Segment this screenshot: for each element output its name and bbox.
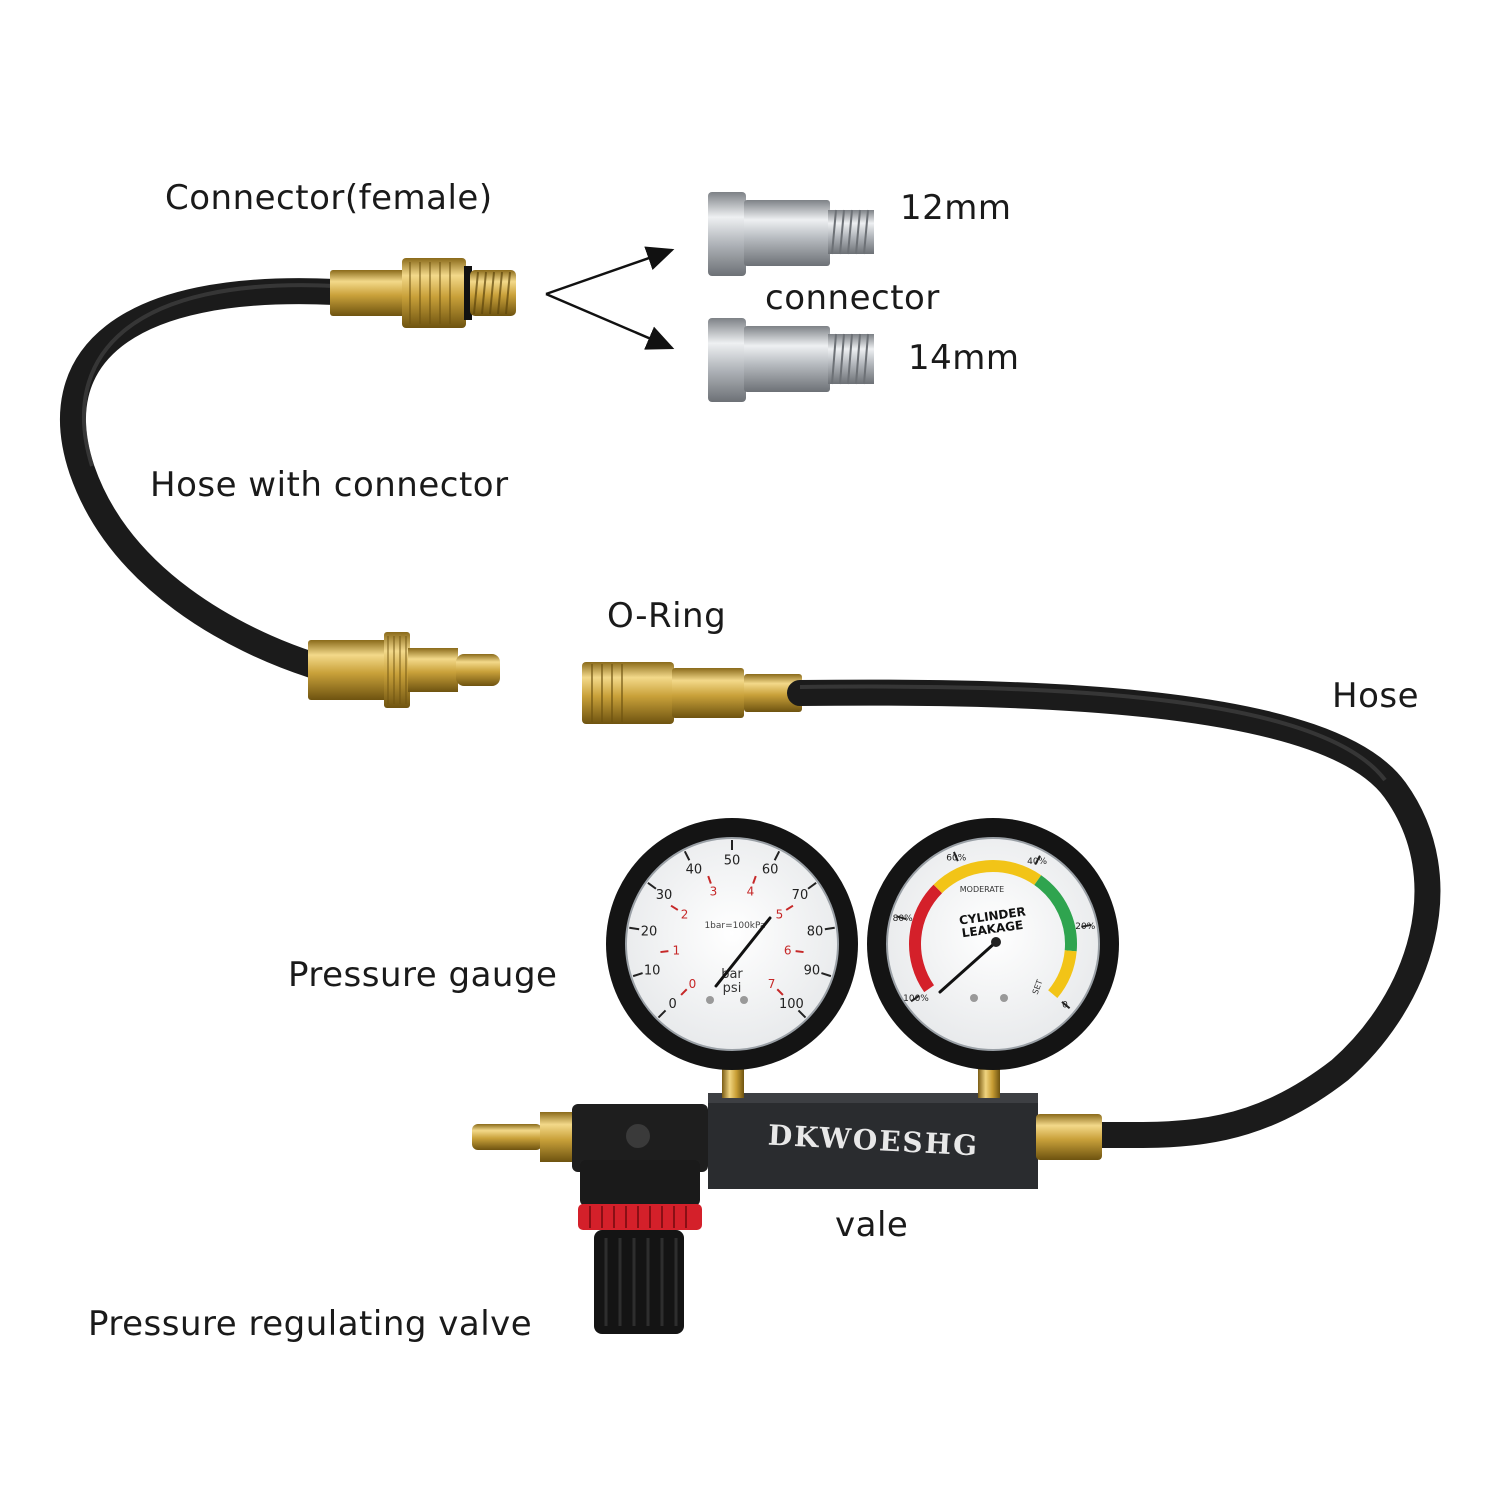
- psi-tick: [773, 850, 781, 861]
- bar-label: 6: [784, 943, 792, 957]
- arrow-to-14mm: [545, 292, 675, 350]
- bar-label: 0: [689, 977, 697, 991]
- leakage-tick: [896, 915, 907, 921]
- leakage-tick: [1061, 1001, 1071, 1010]
- bar-tick: [680, 988, 688, 996]
- bar-tick: [776, 988, 784, 996]
- leakage-tick: [910, 994, 920, 1003]
- leakage-gauge-scale: 100% 80% 60% 40% 20% 0: [893, 851, 1096, 1011]
- pressure-regulator: [472, 1104, 708, 1334]
- pressure-gauge-note: 1bar=100kPa: [704, 921, 765, 931]
- bar-label: 4: [747, 884, 755, 898]
- leakage-label: 0: [1062, 1001, 1068, 1011]
- bar-label: 5: [776, 907, 784, 921]
- bar-label: 7: [768, 977, 776, 991]
- male-quick-connector: [308, 632, 500, 708]
- bar-tick: [660, 950, 669, 954]
- psi-tick: [647, 882, 657, 890]
- leakage-gauge: 100%80%60%40%20%0 MODERATE SET CYLINDER …: [867, 818, 1119, 1070]
- pressure-gauge-needle: [714, 916, 772, 988]
- bar-tick: [785, 904, 794, 911]
- label-pressure-gauge: Pressure gauge: [288, 955, 558, 995]
- arrow-to-12mm: [545, 246, 675, 296]
- psi-tick: [821, 972, 832, 978]
- bar-label: 3: [710, 884, 718, 898]
- bar-label: 1: [673, 943, 681, 957]
- bar-tick: [752, 875, 757, 884]
- adapter-12mm: [708, 192, 874, 276]
- psi-tick: [632, 972, 643, 978]
- label-12mm: 12mm: [900, 188, 1012, 228]
- label-hose-with-connector: Hose with connector: [150, 465, 509, 505]
- psi-label: 80: [807, 924, 824, 939]
- label-14mm: 14mm: [908, 338, 1020, 378]
- psi-label: 40: [686, 863, 703, 878]
- bar-tick: [795, 950, 804, 954]
- label-connector: connector: [765, 278, 940, 318]
- pressure-gauge-unit-psi: psi: [723, 981, 742, 996]
- leakage-gauge-zones: [909, 860, 1077, 998]
- leakage-tick: [1081, 923, 1092, 928]
- leakage-zone-green: [1034, 875, 1077, 952]
- psi-label: 70: [792, 888, 809, 903]
- psi-label: 0: [668, 997, 676, 1012]
- leakage-zone-set: [1048, 950, 1077, 998]
- leakage-label: 20%: [1075, 922, 1095, 932]
- pressure-gauge: 0 10 20 30 40 50 60 70 80 90 100 0 1 2 3 4 5 6 7 1bar=100…: [606, 818, 858, 1070]
- leakage-tick: [953, 851, 959, 862]
- psi-tick: [807, 882, 817, 890]
- leakage-zone-red: [909, 884, 943, 993]
- bar-label: 2: [681, 907, 689, 921]
- label-hose: Hose: [1332, 676, 1419, 716]
- bar-tick: [707, 875, 712, 884]
- psi-label: 50: [724, 854, 741, 869]
- psi-tick: [797, 1009, 807, 1019]
- psi-label: 100: [779, 997, 804, 1012]
- psi-label: 10: [644, 964, 661, 979]
- leakage-tick: [1034, 855, 1041, 866]
- psi-label: 30: [656, 888, 673, 903]
- label-pressure-regulating-valve: Pressure regulating valve: [88, 1304, 533, 1344]
- leakage-label: 40%: [1027, 857, 1047, 867]
- pressure-gauge-bar-scale: 0 1 2 3 4 5 6 7: [660, 875, 804, 996]
- leakage-label: 80%: [893, 914, 913, 924]
- valve-manifold: [708, 1093, 1102, 1189]
- leakage-gauge-zone-label: MODERATE: [960, 885, 1004, 894]
- psi-tick: [683, 850, 691, 861]
- main-hose: [787, 679, 1441, 1149]
- psi-tick: [824, 926, 835, 931]
- psi-tick: [657, 1009, 667, 1019]
- leakage-gauge-needle: [938, 940, 998, 994]
- psi-label: 20: [641, 924, 658, 939]
- label-o-ring: O-Ring: [607, 596, 727, 636]
- leakage-label: 100%: [903, 994, 929, 1004]
- psi-label: 60: [762, 863, 779, 878]
- psi-tick: [629, 926, 640, 931]
- female-connector: [330, 258, 516, 328]
- adapter-14mm: [708, 318, 874, 402]
- leakage-zone-yellow: [933, 860, 1042, 894]
- upper-hose: [60, 278, 348, 678]
- psi-label: 90: [804, 964, 821, 979]
- quick-coupler: [582, 662, 802, 724]
- leakage-label: 60%: [946, 854, 966, 864]
- label-connector-female: Connector(female): [165, 178, 493, 218]
- bar-tick: [670, 904, 679, 911]
- label-vale: vale: [835, 1205, 909, 1245]
